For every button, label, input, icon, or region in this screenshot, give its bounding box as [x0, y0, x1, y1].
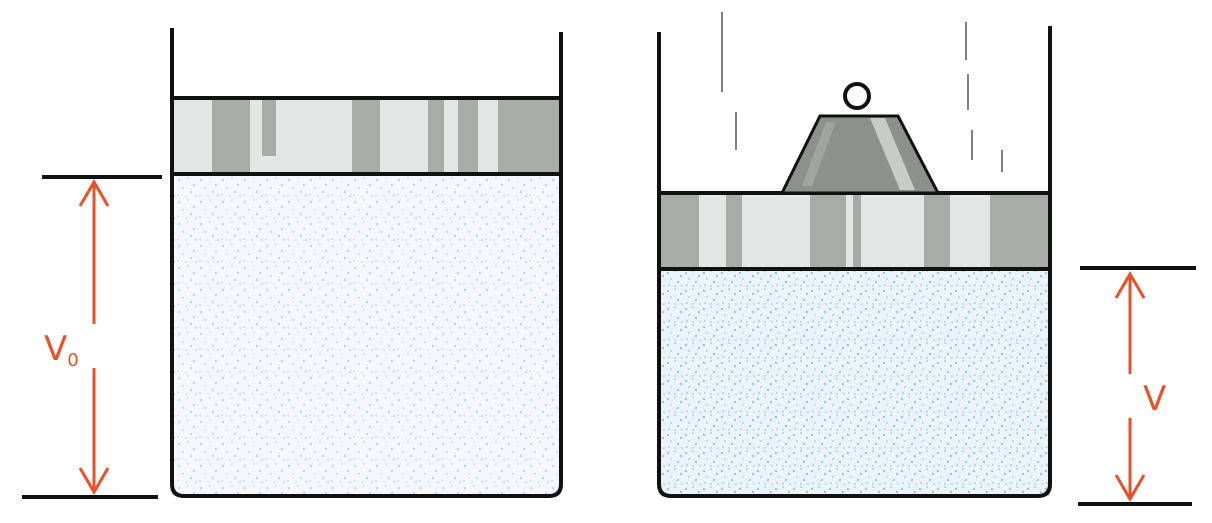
final-volume-dimension: V [1078, 266, 1196, 506]
weight [779, 82, 941, 195]
right-cylinder-wall [657, 26, 1052, 498]
v-arrow-head-top [1114, 271, 1146, 299]
right-cylinder [657, 12, 1052, 498]
v-arrow-head-bottom [1114, 474, 1146, 502]
right-piston [657, 191, 1052, 271]
initial-volume-label: V0 [44, 329, 79, 371]
v0-arrow-head-top [78, 179, 110, 207]
left-cylinder [170, 28, 563, 498]
right-gas [659, 269, 1050, 496]
left-gas [172, 174, 561, 496]
final-volume-label: V [1143, 379, 1166, 419]
motion-lines [721, 12, 1003, 172]
left-cylinder-wall [170, 28, 563, 498]
left-piston [170, 96, 563, 176]
initial-volume-dimension: V0 [22, 175, 162, 499]
v0-arrow-head-bottom [78, 467, 110, 495]
weight-ring [843, 82, 871, 110]
